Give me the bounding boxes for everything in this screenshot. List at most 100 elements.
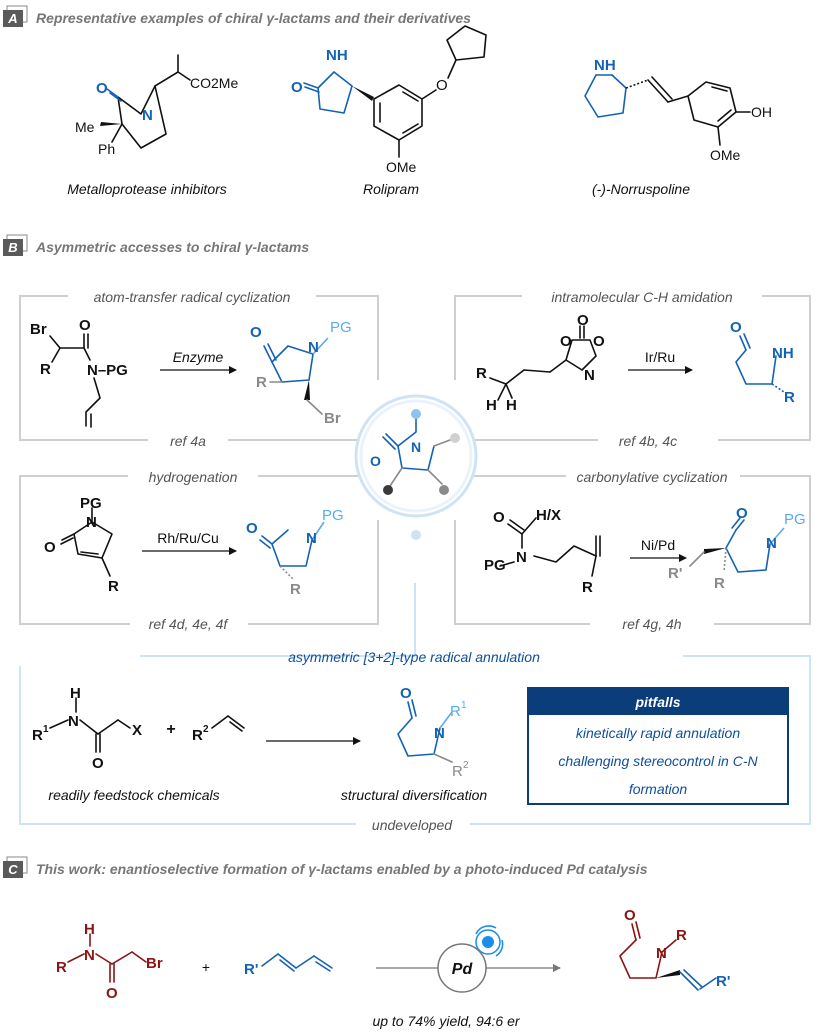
carb-product: O N PG R' R (668, 505, 806, 592)
panel-title-ch: intramolecular C-H amidation (551, 289, 733, 305)
plus-sign: + (202, 959, 210, 975)
atom-pg: PG (484, 557, 506, 574)
section-a-letter: A (7, 11, 17, 26)
atr-product: O N PG R Br (250, 319, 352, 427)
atom-r: R (676, 927, 687, 944)
caption-undeveloped: undeveloped (372, 817, 453, 833)
atom-r: R (452, 763, 463, 780)
caption-feedstock: readily feedstock chemicals (48, 787, 219, 803)
section-c-title: This work: enantioselective formation of… (36, 861, 648, 877)
ref-hyd: ref 4d, 4e, 4f (149, 616, 230, 632)
panel-title-carb: carbonylative cyclization (577, 469, 728, 485)
annulation-reactant-alkene: R 2 (192, 715, 245, 744)
atom-n: N (306, 530, 317, 547)
plus-sign: + (166, 721, 175, 738)
atom-co2me: CO2Me (190, 75, 238, 91)
atom-r-prime: R' (668, 565, 682, 582)
ch-product: O NH R (730, 319, 795, 406)
atom-n: N (86, 514, 97, 531)
atom-o: O (400, 685, 412, 702)
atom-r: R (476, 365, 487, 382)
atom-br: Br (324, 410, 341, 427)
panel-title-hyd: hydrogenation (149, 469, 238, 485)
atom-r: R (582, 579, 593, 596)
section-b-letter: B (8, 240, 17, 255)
atom-n: N (656, 945, 667, 962)
atom-o: O (560, 333, 572, 350)
atom-n: N (516, 549, 527, 566)
atom-r: R (192, 727, 203, 744)
atom-n: N (766, 535, 777, 552)
pitfall-item: kinetically rapid annulation (576, 725, 740, 741)
atom-r: R (784, 389, 795, 406)
reagent-rh-ru-cu: Rh/Ru/Cu (157, 530, 218, 546)
atom-r-superscript: 1 (43, 724, 49, 735)
rolipram-structure: O NH O OMe (291, 25, 487, 175)
atom-me: Me (75, 119, 95, 135)
atom-br: Br (30, 321, 47, 338)
atr-reactant: Br O R N–PG (30, 317, 128, 428)
pitfalls-header: pitfalls (634, 694, 680, 710)
section-c-header: C This work: enantioselective formation … (3, 856, 648, 878)
atom-o: O (624, 907, 636, 924)
atom-o: O (730, 319, 742, 336)
caption-diversification: structural diversification (341, 787, 487, 803)
frame-annulation (19, 583, 811, 825)
atom-pg: PG (784, 511, 806, 528)
atom-pg: PG (80, 495, 102, 512)
metalloprotease-inhibitor-structure: O N CO2Me Me Ph (75, 54, 238, 157)
section-a-title: Representative examples of chiral γ-lact… (36, 10, 471, 26)
atom-o: O (246, 520, 258, 537)
atom-r-superscript: 2 (463, 760, 469, 771)
pitfalls-box: pitfalls kinetically rapid annulation ch… (527, 687, 789, 805)
atom-r-prime: R' (244, 961, 258, 978)
hyd-reactant: PG O N R (44, 495, 119, 595)
atom-n: N (434, 725, 445, 742)
annulation-product: O N R 1 R 2 (397, 685, 469, 780)
atom-o: O (291, 79, 303, 96)
pitfall-item: challenging stereocontrol in C-N (558, 753, 758, 769)
atom-n: N (584, 367, 595, 384)
atom-o: O (92, 755, 104, 772)
atom-r: R (32, 727, 43, 744)
c-reactant-bromoacetamide: R H N Br O (56, 921, 163, 1002)
atom-o: O (593, 333, 605, 350)
section-a-header: A Representative examples of chiral γ-la… (3, 5, 471, 27)
atom-o: O (370, 453, 381, 469)
atom-ph: Ph (98, 141, 115, 157)
atom-r: R (108, 578, 119, 595)
reagent-enzyme: Enzyme (173, 349, 224, 365)
atom-h: H (84, 921, 95, 938)
atom-o: O (106, 985, 118, 1002)
atom-h: H (486, 397, 497, 414)
atom-o: O (577, 312, 589, 329)
atom-r: R (256, 374, 267, 391)
carb-reactant: O H/X N PG R (484, 507, 601, 596)
c-reactant-diene: R' (244, 953, 333, 978)
compound-name-rolipram: Rolipram (363, 181, 419, 197)
result-yield-er: up to 74% yield, 94:6 er (372, 1013, 520, 1029)
frame-hyd (19, 475, 379, 625)
atom-o: O (79, 317, 91, 334)
light-icon (482, 936, 494, 948)
photo-pd-catalyst: Pd (437, 925, 504, 993)
atom-o: O (250, 324, 262, 341)
section-b-title: Asymmetric accesses to chiral γ-lactams (35, 239, 309, 255)
atom-n: N (142, 107, 153, 124)
atom-h: H (70, 685, 81, 702)
atom-r: R (290, 581, 301, 598)
ref-atr: ref 4a (170, 433, 206, 449)
atom-r: R (450, 703, 461, 720)
atom-n: N (84, 947, 95, 964)
atom-o: O (436, 77, 448, 94)
atom-oh: OH (751, 104, 772, 120)
section-c-letter: C (8, 862, 18, 877)
reagent-ni-pd: Ni/Pd (641, 537, 675, 553)
atom-r-superscript: 1 (461, 700, 467, 711)
atom-h-x: H/X (536, 507, 561, 524)
atom-pg: PG (330, 319, 352, 336)
atom-r: R (56, 959, 67, 976)
atom-ome: OMe (386, 159, 417, 175)
atom-br: Br (146, 955, 163, 972)
